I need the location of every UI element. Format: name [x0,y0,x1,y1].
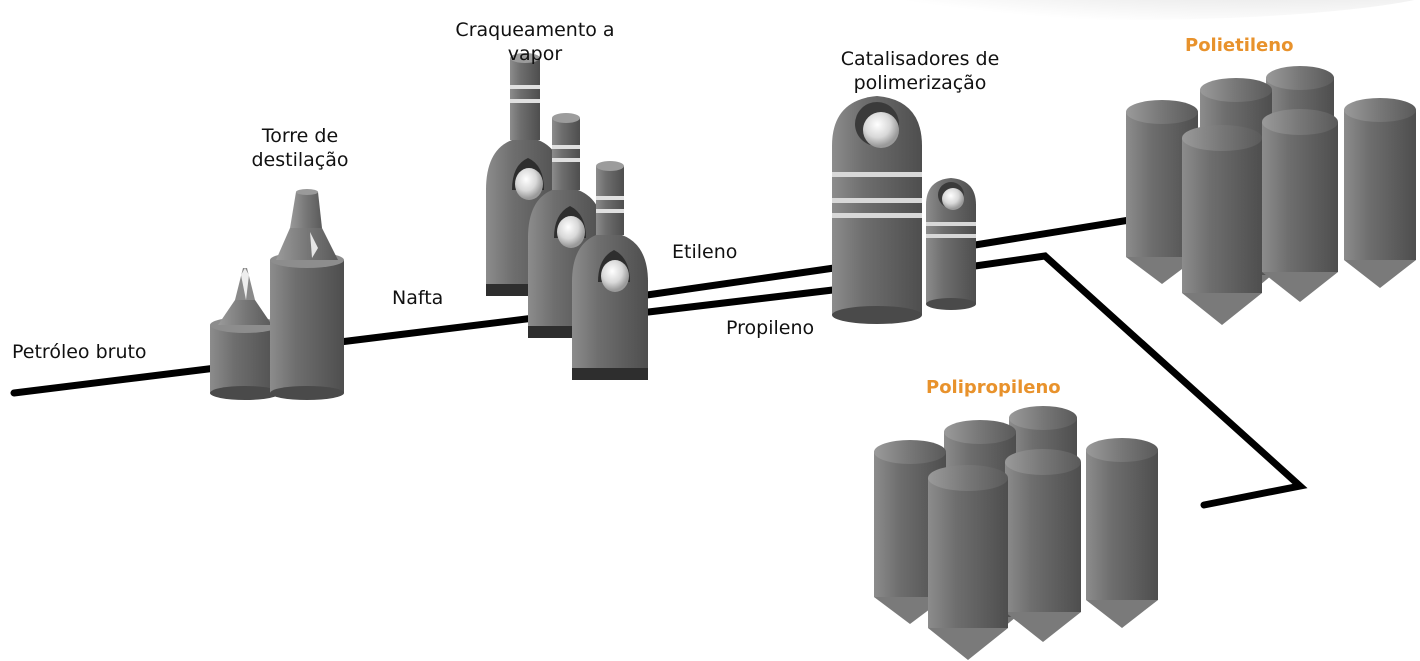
reactor-small [926,178,976,310]
label-polyethylene: Polietileno [1185,35,1294,56]
label-ethylene: Etileno [672,241,738,263]
pipe-polypropylene [971,252,1308,509]
pipe-propylene [636,283,862,317]
polypropylene-silos [874,406,1158,660]
label-polymerization-catalysts: Catalisadores de polimerização [840,48,1000,94]
steam-cracking-units [486,53,648,380]
pipe-naphtha [336,314,538,346]
pipe-ethylene [636,262,852,300]
cracker-front [572,161,648,380]
pipes [10,214,1308,509]
pipe-polyethylene [971,214,1146,249]
label-propylene: Propileno [726,317,815,339]
label-steam-cracking: Craqueamento a vapor [455,19,615,65]
distillation-tower [210,189,344,400]
polyethylene-silos [1126,66,1416,325]
reactor-large [832,96,922,324]
polymerization-reactors [832,96,976,324]
label-distillation-tower: Torre de destilação [251,125,349,171]
label-polypropylene: Polipropileno [926,377,1061,398]
label-crude-oil: Petróleo bruto [12,341,147,363]
pipe-crude-oil [10,364,220,397]
label-naphtha: Nafta [392,287,444,309]
